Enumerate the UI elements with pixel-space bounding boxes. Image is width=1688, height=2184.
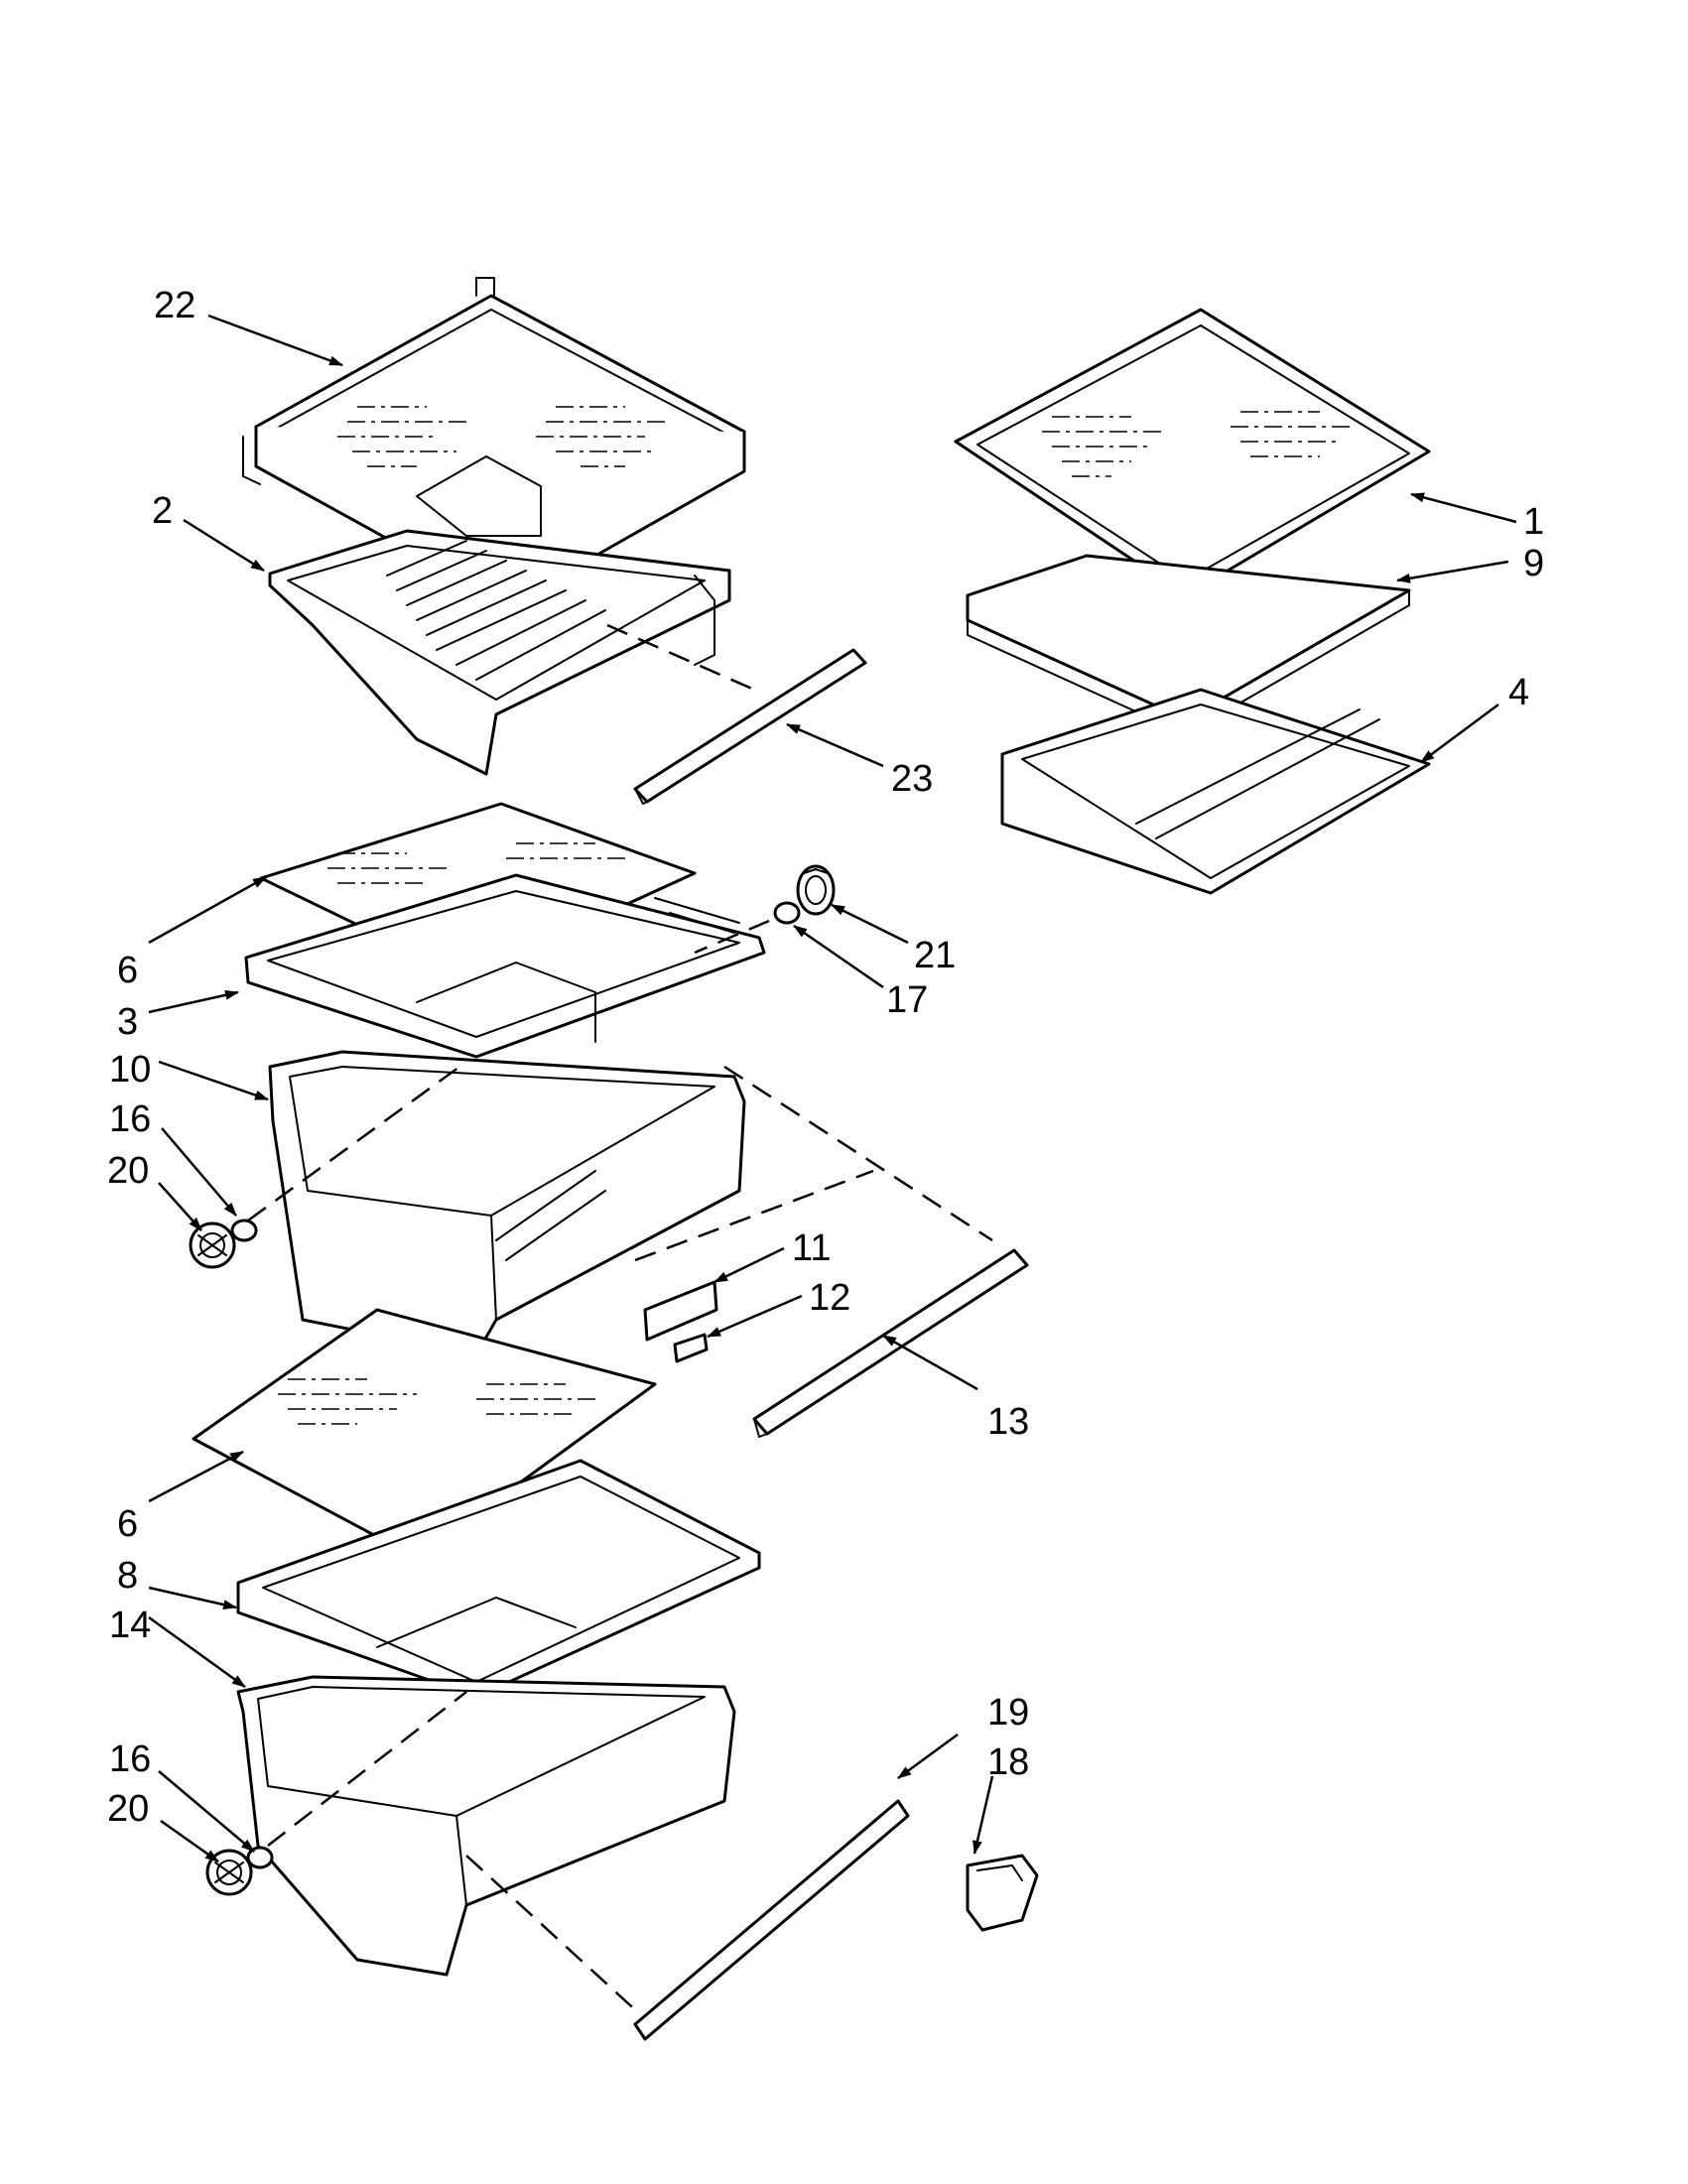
callout-21: 21 xyxy=(914,935,956,976)
callout-2: 2 xyxy=(152,490,173,532)
callout-18: 18 xyxy=(987,1741,1029,1783)
callout-16-upper: 16 xyxy=(109,1098,151,1140)
part-13-rail xyxy=(752,1248,1029,1438)
part-2-crisper-drawer xyxy=(268,529,731,776)
callout-14: 14 xyxy=(109,1605,151,1646)
callout-8: 8 xyxy=(117,1555,138,1597)
part-14-drawer-lower xyxy=(236,1675,736,1977)
part-4-shelf-assembly xyxy=(1000,688,1431,895)
part-19-rail xyxy=(633,1799,910,2041)
part-17-screw xyxy=(694,901,801,955)
callout-1: 1 xyxy=(1523,501,1544,543)
callout-12: 12 xyxy=(809,1277,850,1319)
part-16-stud-lower xyxy=(246,1846,274,1869)
callout-4: 4 xyxy=(1508,672,1529,713)
part-16-stud-upper xyxy=(230,1219,258,1242)
part-10-drawer-middle xyxy=(268,1050,746,1356)
part-1-glass-shelf xyxy=(954,308,1431,597)
part-11-bracket xyxy=(643,1280,718,1342)
part-8-frame-lower xyxy=(236,1459,761,1699)
part-3-frame-upper xyxy=(244,873,766,1059)
callout-3: 3 xyxy=(117,1001,138,1043)
callout-17: 17 xyxy=(886,979,928,1021)
callout-6-lower: 6 xyxy=(117,1503,138,1545)
part-23-rail xyxy=(633,648,867,805)
callout-9: 9 xyxy=(1523,543,1544,584)
callout-20-upper: 20 xyxy=(107,1150,149,1192)
callout-19: 19 xyxy=(987,1692,1029,1734)
callout-16-lower: 16 xyxy=(109,1738,151,1780)
callout-11: 11 xyxy=(792,1227,831,1269)
callout-22: 22 xyxy=(154,285,195,326)
part-12-clip xyxy=(673,1333,709,1363)
callout-13: 13 xyxy=(987,1401,1029,1443)
callout-20-lower: 20 xyxy=(107,1788,149,1830)
callout-10: 10 xyxy=(109,1049,151,1091)
part-18-clip xyxy=(966,1854,1039,1932)
callout-6-upper: 6 xyxy=(117,950,138,991)
callout-23: 23 xyxy=(891,758,933,800)
part-6-glass-shelf-lower xyxy=(192,1308,657,1560)
part-21-knob xyxy=(796,864,836,916)
part-20-knob-upper xyxy=(189,1221,236,1269)
